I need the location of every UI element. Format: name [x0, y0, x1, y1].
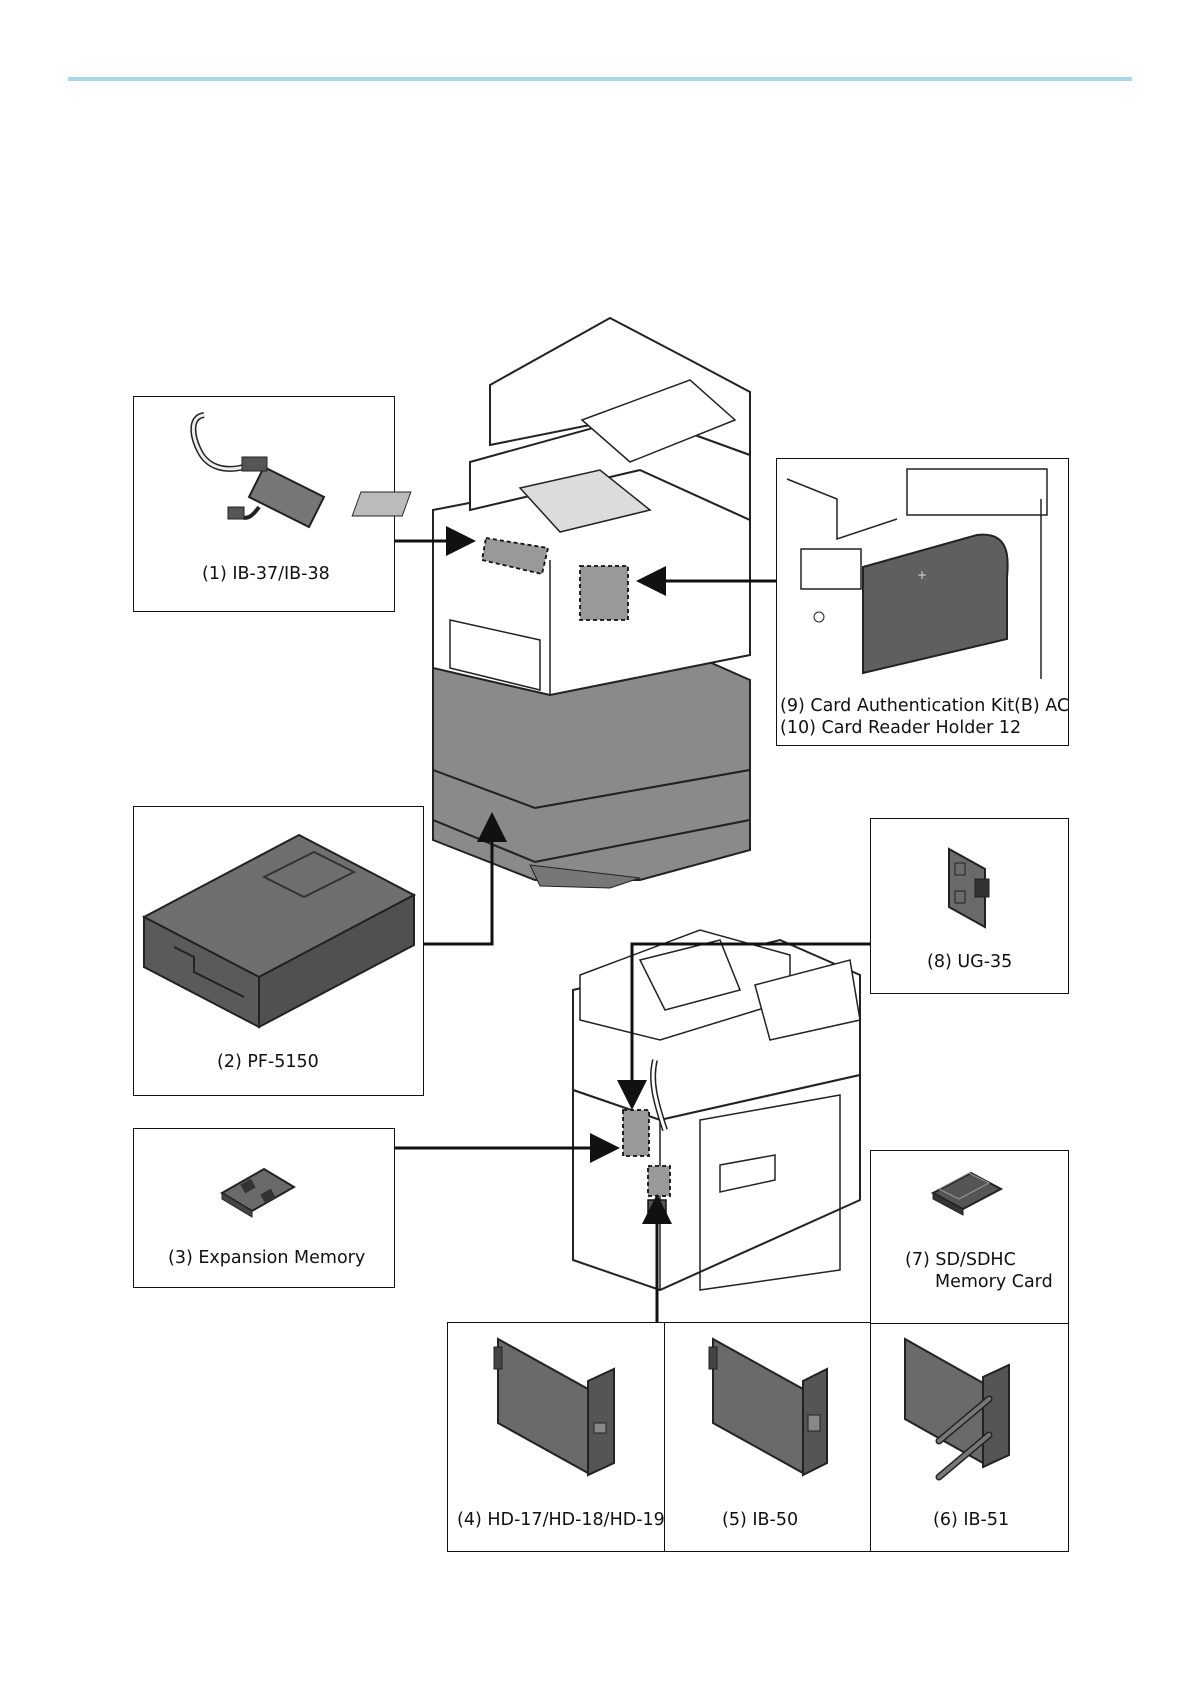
rear-target-sd [648, 1166, 670, 1196]
printer-rear-image [573, 930, 860, 1290]
rear-target-memory [623, 1110, 649, 1156]
front-target-card [580, 566, 628, 620]
printer-front-image [352, 318, 750, 888]
